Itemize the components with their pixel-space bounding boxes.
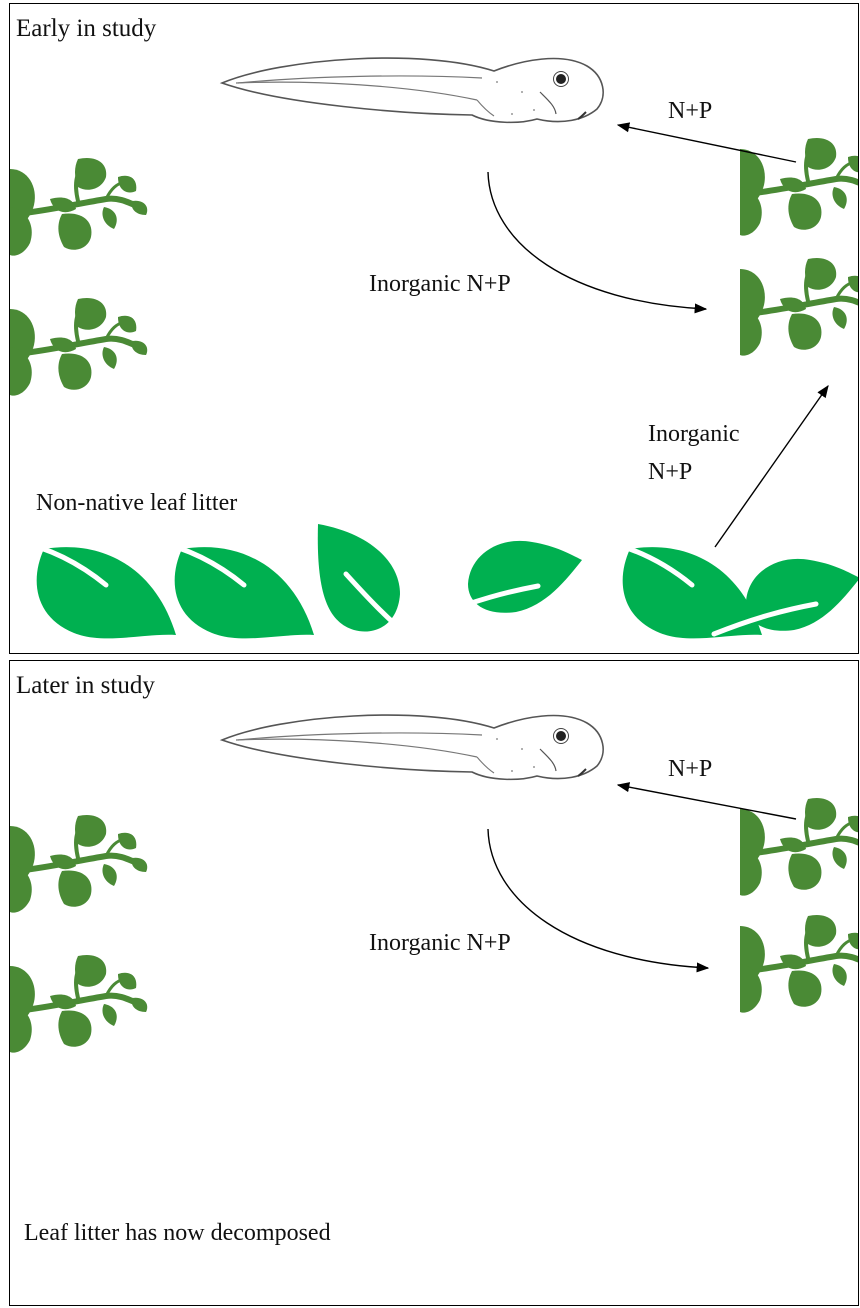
tadpole-icon <box>222 715 603 779</box>
leaf-icon <box>16 541 176 638</box>
litter-np-label: N+P <box>648 460 692 484</box>
plant-sprig-icon <box>740 258 859 356</box>
inorganic-release-arrow <box>488 172 706 309</box>
tadpole-icon <box>222 58 603 122</box>
np-uptake-label: N+P <box>668 99 712 123</box>
plant-sprig-icon <box>740 915 859 1013</box>
panel-title: Later in study <box>16 673 155 698</box>
leaf-icon <box>436 541 582 616</box>
np-uptake-label: N+P <box>668 757 712 781</box>
litter-decomposed-label: Leaf litter has now decomposed <box>24 1221 331 1245</box>
litter-inorganic-label: Inorganic <box>648 422 740 446</box>
panel-later-artwork <box>10 661 859 1306</box>
litter-release-arrow <box>715 386 828 547</box>
leaf-icon <box>318 524 414 640</box>
np-uptake-arrow <box>618 125 796 162</box>
panel-early-artwork <box>10 4 859 654</box>
plant-sprig-icon <box>10 298 147 396</box>
inorganic-release-arrow <box>488 829 708 968</box>
plant-sprig-icon <box>10 158 147 256</box>
plant-sprig-icon <box>10 815 147 913</box>
plant-sprig-icon <box>740 138 859 236</box>
plant-sprig-icon <box>10 955 147 1053</box>
inorganic-np-label: Inorganic N+P <box>369 931 511 955</box>
panel-title: Early in study <box>16 16 156 41</box>
panel-early-in-study: Early in study N+P Inorganic N+P Inorgan… <box>9 3 859 654</box>
plant-sprig-icon <box>740 798 859 896</box>
np-uptake-arrow <box>618 785 796 819</box>
leaf-icon <box>154 541 314 638</box>
inorganic-np-label: Inorganic N+P <box>369 272 511 296</box>
panel-later-in-study: Later in study N+P Inorganic N+P Leaf li… <box>9 660 859 1306</box>
leaf-litter-label: Non-native leaf litter <box>36 491 237 515</box>
